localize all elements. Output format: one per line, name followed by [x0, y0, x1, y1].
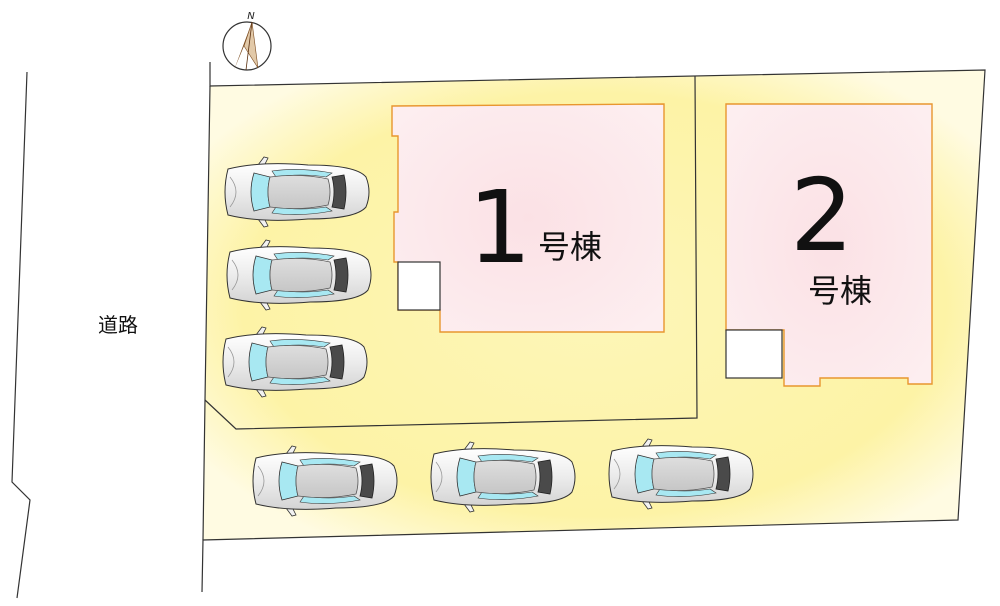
building-1-number: 1 — [468, 169, 532, 286]
building-2-number: 2 — [790, 157, 854, 274]
north-arrow-icon: N — [222, 11, 272, 71]
road-label: 道路 — [98, 313, 138, 337]
lot-boundary — [201, 62, 986, 593]
car-icon — [608, 438, 754, 510]
building-1: 1 号棟 — [391, 103, 665, 333]
building-2-entrance — [725, 329, 783, 379]
building-1-entrance — [397, 261, 441, 311]
building-2-label: 号棟 — [808, 272, 872, 310]
parking-cars — [222, 156, 754, 517]
car-icon — [252, 445, 398, 517]
building-2: 2 号棟 — [725, 103, 933, 387]
parcel-divider — [204, 75, 698, 430]
car-icon — [224, 156, 370, 228]
road-edge-line — [11, 71, 31, 599]
car-icon — [430, 441, 576, 513]
car-icon — [226, 239, 372, 311]
north-label: N — [247, 11, 255, 22]
building-1-label: 号棟 — [538, 228, 602, 266]
car-icon — [222, 326, 368, 398]
